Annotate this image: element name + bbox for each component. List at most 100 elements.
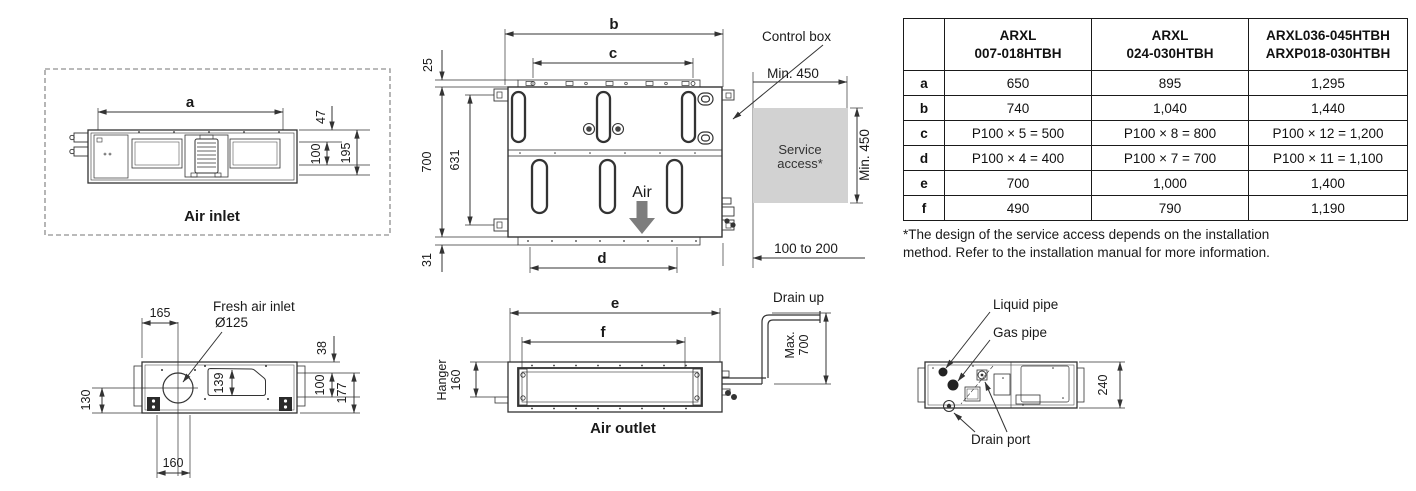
dim-165-label: 165 (150, 306, 171, 320)
handles (697, 92, 714, 145)
dim-47-label: 47 (314, 110, 328, 124)
spec-table: ARXL 007-018HTBH ARXL 024-030HTBH ARXL036-… (903, 17, 1408, 222)
cell-value: P100 × 12 = 1,200 (1248, 120, 1408, 147)
hanger-160-label: 160 (449, 370, 463, 391)
piping-view: Liquid pipe Gas pipe Drain port 240 (917, 297, 1125, 447)
dim-100-label: 100 (313, 375, 327, 396)
cell-value: P100 × 5 = 500 (944, 120, 1092, 147)
cell-value: 1,000 (1091, 170, 1249, 197)
cell-value: 1,190 (1248, 195, 1408, 222)
dim-177-label: 177 (335, 383, 349, 404)
fresh-air-inlet-label: Fresh air inlet (213, 299, 295, 314)
model-range: 007-018HTBH (974, 45, 1062, 61)
table-header-row: ARXL 007-018HTBH ARXL 024-030HTBH ARXL036-… (903, 17, 1408, 72)
dim-f-label: f (601, 324, 607, 341)
bottom-flange-dots (527, 240, 697, 242)
drain-port-label: Drain port (971, 432, 1031, 447)
dim-d-label: d (597, 250, 606, 267)
screw-dots (932, 365, 1064, 406)
air-outlet-unit-drawing (494, 311, 821, 413)
cell-value: P100 × 11 = 1,100 (1248, 145, 1408, 172)
dim-b-label: b (609, 16, 618, 33)
plan-dimensions: b c 25 700 631 31 d (420, 16, 724, 273)
model-name: ARXP018-030HTBH (1265, 45, 1391, 61)
fresh-air-dimensions: 165 Fresh air inlet Ø125 139 38 100 177 … (79, 299, 360, 478)
plan-view: Air b c 25 700 631 (420, 16, 872, 273)
min450-right-label: Min. 450 (857, 129, 872, 181)
spec-table-section: ARXL 007-018HTBH ARXL 024-030HTBH ARXL036-… (903, 17, 1415, 262)
row-label: d (903, 145, 945, 172)
cell-value: P100 × 4 = 400 (944, 145, 1092, 172)
piping-callouts: Liquid pipe Gas pipe Drain port (945, 297, 1058, 447)
cell-value: 1,295 (1248, 70, 1408, 97)
dim-e-label: e (611, 295, 619, 312)
corner-cell (903, 17, 945, 72)
piping-dimensions: 240 (1079, 361, 1125, 409)
drain-up-label: Drain up (773, 290, 824, 305)
cell-value: 895 (1091, 70, 1249, 97)
footnote-line2: method. Refer to the installation manual… (903, 245, 1270, 261)
gas-pipe-port (947, 379, 959, 391)
dim-195-label: 195 (339, 143, 353, 164)
air-inlet-unit-drawing (69, 129, 298, 184)
drain-fittings (721, 370, 737, 400)
service-access-line2: access* (777, 156, 823, 171)
service-access-line1: Service (778, 142, 821, 157)
fresh-air-view: 165 Fresh air inlet Ø125 139 38 100 177 … (79, 299, 360, 478)
piping-unit-drawing (917, 361, 1085, 413)
cell-value: 740 (944, 95, 1092, 122)
cell-value: 1,440 (1248, 95, 1408, 122)
right-side-fittings (721, 197, 736, 228)
table-row-b: b 740 1,040 1,440 (903, 95, 1408, 122)
cell-value: 1,040 (1091, 95, 1249, 122)
model-name: ARXL (1151, 28, 1189, 43)
bracket-holes (520, 372, 700, 401)
service-access-area: Min. 450 Service access* Min. 450 100 to… (722, 66, 872, 268)
internal-components (964, 365, 1070, 405)
suction-slots (510, 90, 697, 144)
outlet-slots (530, 158, 684, 215)
row-label: f (903, 195, 945, 222)
row-label: b (903, 95, 945, 122)
dim-240-label: 240 (1096, 375, 1110, 396)
dim-160-label: 160 (163, 456, 184, 470)
center-divider (507, 149, 723, 157)
hanger-label: Hanger (435, 360, 449, 401)
row-label: e (903, 170, 945, 197)
screw-dots (161, 365, 269, 400)
service-access-box (753, 108, 848, 203)
side-pipe-stubs (69, 132, 89, 157)
plan-unit-drawing: Air (493, 79, 736, 246)
clearance-label: 100 to 200 (774, 241, 838, 256)
cell-value: 650 (944, 70, 1092, 97)
col-header-3: ARXL036-045HTBH ARXP018-030HTBH (1248, 17, 1408, 72)
upper-drain-fitting (976, 369, 988, 381)
air-inlet-view: a 47 100 195 Air inlet (44, 68, 391, 236)
dim-700-label: 700 (420, 152, 434, 173)
dim-139-label: 139 (212, 373, 226, 394)
dim-130-label: 130 (79, 390, 93, 411)
fresh-air-unit-drawing (92, 322, 306, 476)
dim-631-label: 631 (448, 150, 462, 171)
col-header-2: ARXL 024-030HTBH (1091, 17, 1249, 72)
fresh-air-diameter-label: Ø125 (215, 315, 248, 330)
air-inlet-dimensions: a 47 100 195 (97, 94, 370, 176)
dim-31-label: 31 (420, 253, 434, 267)
cell-value: 790 (1091, 195, 1249, 222)
max-label: Max. (783, 331, 797, 358)
drain-port-fitting (942, 399, 956, 413)
col-header-1: ARXL 007-018HTBH (944, 17, 1092, 72)
knockout-opening (207, 367, 266, 396)
dim-38-label: 38 (315, 341, 329, 355)
dim-25-label: 25 (421, 58, 435, 72)
table-row-c: c P100 × 5 = 500 P100 × 8 = 800 P100 × 1… (903, 120, 1408, 147)
edge-screws (531, 364, 687, 410)
air-outlet-dimensions: e f Hanger 160 Drain up Max. 700 (435, 290, 831, 401)
model-name: ARXL036-045HTBH (1266, 28, 1390, 43)
model-range: 024-030HTBH (1126, 45, 1214, 61)
mounting-feet (147, 397, 292, 411)
cell-value: P100 × 8 = 800 (1091, 120, 1249, 147)
model-name: ARXL (999, 28, 1037, 43)
service-access-footnote: *The design of the service access depend… (903, 226, 1415, 262)
